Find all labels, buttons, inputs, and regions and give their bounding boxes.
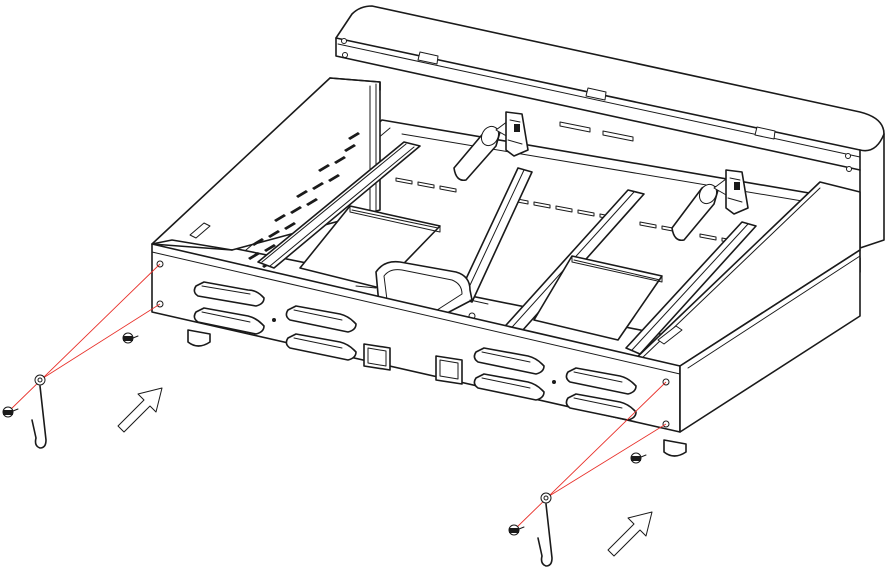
alignment-guides	[7, 263, 667, 531]
arrow-icon	[607, 511, 653, 557]
arrow-icon	[117, 387, 163, 433]
screw-icon	[122, 332, 139, 344]
screw-icon	[630, 452, 647, 464]
far-right-burner-tube	[625, 221, 757, 355]
screw-icon	[508, 524, 525, 536]
back-panel	[335, 5, 885, 275]
guide-line-right-lower	[545, 423, 667, 499]
front-vent-slots	[193, 281, 637, 421]
right-venturi	[671, 169, 749, 242]
guide-line-left-upper	[7, 263, 161, 413]
left-burner-tube	[257, 141, 441, 289]
guide-line-right-upper	[513, 381, 667, 531]
right-side-wall	[631, 181, 861, 367]
hook-icon	[537, 492, 553, 567]
front-panel	[151, 239, 861, 457]
left-venturi	[453, 111, 529, 182]
hook-icon	[31, 374, 47, 449]
right-burner-tube	[497, 189, 663, 341]
back-vent-slots	[395, 177, 739, 245]
igniter-sockets	[363, 343, 463, 385]
guide-line-left-lower	[39, 303, 161, 381]
screw-icon	[2, 406, 19, 418]
